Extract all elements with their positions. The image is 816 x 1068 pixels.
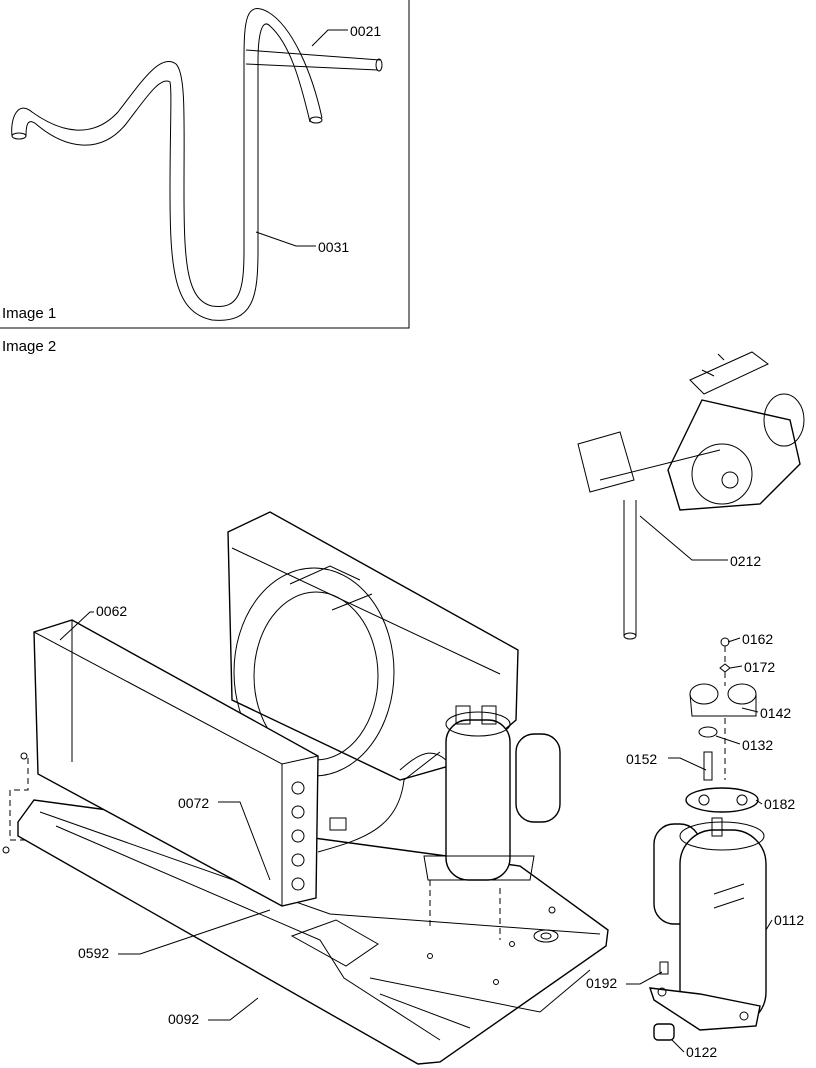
svg-text:0062: 0062: [96, 603, 127, 619]
svg-text:0132: 0132: [742, 737, 773, 753]
svg-text:0212: 0212: [730, 553, 761, 569]
callout-0172: 0172: [729, 659, 775, 675]
svg-text:0182: 0182: [764, 796, 795, 812]
svg-text:0092: 0092: [168, 1011, 199, 1027]
condenser-coil: [2, 619, 347, 907]
image-1-panel: Image 1: [0, 0, 410, 329]
callout-0122: 0122: [671, 1039, 717, 1060]
image-2-caption: Image 2: [2, 338, 56, 355]
callout-0162: 0162: [727, 631, 773, 647]
callout-0212: 0212: [639, 515, 761, 569]
compressor-replacement: [648, 817, 767, 1041]
callout-0092: 0092: [168, 997, 259, 1027]
valve-assembly-0212: [577, 351, 805, 640]
callout-0021: 0021: [311, 23, 381, 47]
svg-text:0192: 0192: [586, 975, 617, 991]
image-1-caption: Image 1: [2, 305, 56, 322]
svg-text:0122: 0122: [686, 1044, 717, 1060]
compressor-installed: [317, 705, 561, 940]
callout-0112: 0112: [765, 912, 804, 931]
svg-text:0152: 0152: [626, 751, 657, 767]
callout-0132: 0132: [715, 735, 773, 753]
callout-0072: 0072: [178, 795, 271, 881]
callout-0592: 0592: [78, 909, 271, 961]
callout-0062: 0062: [59, 603, 127, 641]
svg-text:0072: 0072: [178, 795, 209, 811]
callout-0031: 0031: [255, 231, 349, 255]
svg-text:0162: 0162: [742, 631, 773, 647]
tube-0021: [245, 49, 383, 72]
callout-0192: 0192: [586, 971, 663, 991]
svg-text:0031: 0031: [318, 239, 349, 255]
callout-0182: 0182: [755, 796, 795, 812]
svg-text:0142: 0142: [760, 705, 791, 721]
callout-0142: 0142: [741, 705, 791, 721]
svg-text:0592: 0592: [78, 945, 109, 961]
callout-0152: 0152: [626, 751, 707, 771]
svg-text:0172: 0172: [744, 659, 775, 675]
exploded-parts: [685, 637, 759, 813]
svg-text:0112: 0112: [774, 912, 804, 928]
svg-text:0021: 0021: [350, 23, 381, 39]
tube-0031: [11, 8, 323, 321]
